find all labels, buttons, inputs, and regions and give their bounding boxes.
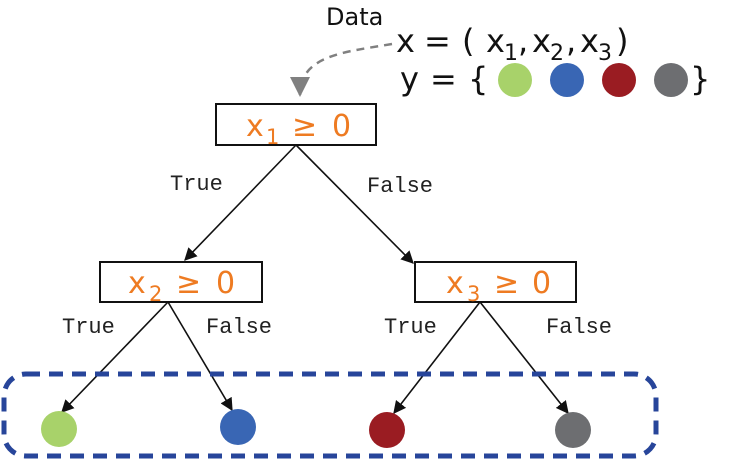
edge-label-right-true: True	[384, 315, 437, 340]
x-def-close: )	[616, 22, 628, 60]
x-def-sub1: 1	[504, 41, 518, 66]
leaf-blue	[220, 409, 256, 445]
x-definition: x = ( x 1 , x 2 , x 3 )	[396, 22, 628, 68]
class-red-swatch	[602, 63, 636, 97]
right-node-label: x 3 ≥ 0	[446, 266, 551, 309]
data-label: Data	[326, 3, 383, 31]
right-node: x 3 ≥ 0	[414, 261, 577, 309]
root-node-label: x 1 ≥ 0	[246, 109, 351, 152]
left-node: x 2 ≥ 0	[99, 261, 263, 309]
x-def-lhs: x	[396, 22, 415, 60]
x-def-var3: x	[580, 22, 599, 60]
y-def-open: {	[468, 60, 488, 98]
edge-label-left-true: True	[62, 315, 115, 340]
leaf-container	[1, 371, 659, 459]
svg-text:y = { }: y = { }	[400, 60, 710, 98]
y-def-close: }	[690, 60, 710, 98]
x-def-sub2: 2	[550, 41, 564, 66]
edge-root-right	[295, 144, 414, 264]
edge-left-leaf2	[167, 301, 233, 412]
x-def-comma1: ,	[518, 22, 528, 60]
x-def-comma2: ,	[566, 22, 576, 60]
class-blue-swatch	[550, 63, 584, 97]
edge-right-leaf3	[393, 301, 481, 415]
class-green-swatch	[498, 63, 532, 97]
y-def-lhs: y	[400, 60, 419, 98]
edge-right-leaf4	[479, 301, 569, 415]
edge-label-right-false: False	[546, 315, 612, 340]
x-def-sub3: 3	[598, 41, 612, 66]
x-def-open: (	[462, 22, 474, 60]
root-node: x 1 ≥ 0	[215, 103, 377, 152]
leaf-red	[369, 412, 405, 448]
svg-text:x = ( x: x = ( x 1 , x 2 , x 3 )	[396, 22, 628, 68]
edge-label-root-false: False	[367, 174, 433, 199]
class-gray-swatch	[654, 63, 688, 97]
data-arrow	[290, 42, 393, 97]
edge-root-left	[184, 144, 297, 261]
x-def-eq: =	[424, 22, 451, 60]
edge-label-root-true: True	[170, 172, 223, 197]
edge-label-left-false: False	[206, 315, 272, 340]
y-def-eq: =	[430, 60, 457, 98]
leaf-green	[41, 411, 77, 447]
left-node-label: x 2 ≥ 0	[128, 266, 235, 309]
edge-left-leaf1	[61, 301, 169, 413]
x-def-var1: x	[486, 22, 505, 60]
y-definition: y = { }	[400, 60, 710, 98]
leaf-gray	[555, 412, 591, 448]
x-def-var2: x	[532, 22, 551, 60]
